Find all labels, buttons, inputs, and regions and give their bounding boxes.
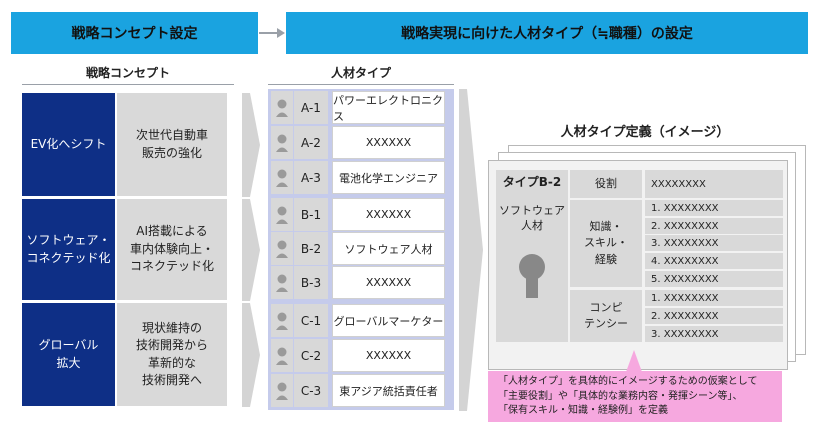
arrow-right-icon <box>259 28 285 38</box>
callout-line: 「主要役割」や「具体的な業務内容・発揮シーン等」、 <box>498 390 743 402</box>
concept-section-title: 戦略コンセプト <box>22 64 234 85</box>
talent-code: C-2 <box>294 339 328 372</box>
definition-title: 人材タイプ定義（イメージ） <box>560 125 730 140</box>
competency-item: 2. XXXXXXXX <box>645 308 783 324</box>
talent-row: B-1 XXXXXX <box>271 198 445 231</box>
talent-row: C-3 東アジア統括責任者 <box>271 374 445 407</box>
talent-code: B-2 <box>294 232 328 265</box>
person-icon <box>271 161 293 194</box>
person-icon <box>271 374 293 407</box>
competency-label: コンピ テンシー <box>570 290 642 342</box>
person-silhouette-icon <box>519 254 545 298</box>
talent-row: A-3 電池化学エンジニア <box>271 161 445 194</box>
person-icon <box>271 266 293 299</box>
concept-theme-ev: EV化へシフト <box>22 93 115 196</box>
talent-code: A-3 <box>294 161 328 194</box>
concept-detail-ev: 次世代自動車 販売の強化 <box>117 93 227 196</box>
talent-name: パワーエレクトロニクス <box>332 91 445 124</box>
callout-line: 「人材タイプ」を具体的にイメージするための仮案として <box>498 376 758 387</box>
talent-row: A-1 パワーエレクトロニクス <box>271 91 445 124</box>
concept-theme-software: ソフトウェア・ コネクテッド化 <box>22 199 115 300</box>
person-icon <box>271 339 293 372</box>
skill-item: 2. XXXXXXXX <box>645 218 783 234</box>
type-label: タイプB-2 <box>502 174 562 189</box>
talent-name: 東アジア統括責任者 <box>332 374 445 407</box>
callout-pointer <box>626 350 642 372</box>
talent-code: A-2 <box>294 126 328 159</box>
talent-name: XXXXXX <box>332 198 445 231</box>
callout-box: 「人材タイプ」を具体的にイメージするための仮案として 「主要役割」や「具体的な業… <box>488 371 782 422</box>
talent-code: B-3 <box>294 266 328 299</box>
concept-theme-global: グローバル 拡大 <box>22 303 115 406</box>
skill-item: 1. XXXXXXXX <box>645 200 783 216</box>
skills-label: 知識・ スキル・ 経験 <box>570 200 642 287</box>
skill-item: 3. XXXXXXXX <box>645 235 783 251</box>
talent-name: ソフトウェア人材 <box>332 232 445 265</box>
concept-detail-global: 現状維持の 技術開発から 革新的な 技術開発へ <box>117 303 227 406</box>
chevron-right-icon <box>242 93 260 197</box>
chevron-right-icon <box>242 303 260 407</box>
talent-row: B-3 XXXXXX <box>271 266 445 299</box>
person-icon <box>271 232 293 265</box>
talent-row: A-2 XXXXXX <box>271 126 445 159</box>
header-talent-setting: 戦略実現に向けた人材タイプ（≒職種）の設定 <box>286 12 808 54</box>
talent-code: C-3 <box>294 374 328 407</box>
skill-item: 4. XXXXXXXX <box>645 253 783 269</box>
talent-row: B-2 ソフトウェア人材 <box>271 232 445 265</box>
chevron-right-icon <box>459 89 483 411</box>
talent-section-title: 人材タイプ <box>268 64 454 85</box>
talent-code: B-1 <box>294 198 328 231</box>
concept-detail-software: AI搭載による 車内体験向上・ コネクテッド化 <box>117 199 227 300</box>
type-name: ソフトウェア 人材 <box>499 204 565 233</box>
talent-name: XXXXXX <box>332 339 445 372</box>
header-concept-setting: 戦略コンセプト設定 <box>11 12 258 54</box>
role-label: 役割 <box>570 170 642 198</box>
talent-name: XXXXXX <box>332 126 445 159</box>
skill-item: 5. XXXXXXXX <box>645 271 783 287</box>
competency-item: 1. XXXXXXXX <box>645 290 783 306</box>
talent-row: C-2 XXXXXX <box>271 339 445 372</box>
talent-code: C-1 <box>294 304 328 337</box>
callout-line: 「保有スキル・知識・経験例」を定義 <box>498 405 668 416</box>
competency-item: 3. XXXXXXXX <box>645 326 783 342</box>
person-icon <box>271 126 293 159</box>
person-icon <box>271 91 293 124</box>
talent-name: 電池化学エンジニア <box>332 161 445 194</box>
talent-name: XXXXXX <box>332 266 445 299</box>
role-value: XXXXXXXX <box>645 170 783 198</box>
chevron-right-icon <box>242 199 260 301</box>
talent-name: グローバルマーケター <box>332 304 445 337</box>
person-icon <box>271 304 293 337</box>
talent-row: C-1 グローバルマーケター <box>271 304 445 337</box>
talent-code: A-1 <box>294 91 328 124</box>
person-icon <box>271 198 293 231</box>
